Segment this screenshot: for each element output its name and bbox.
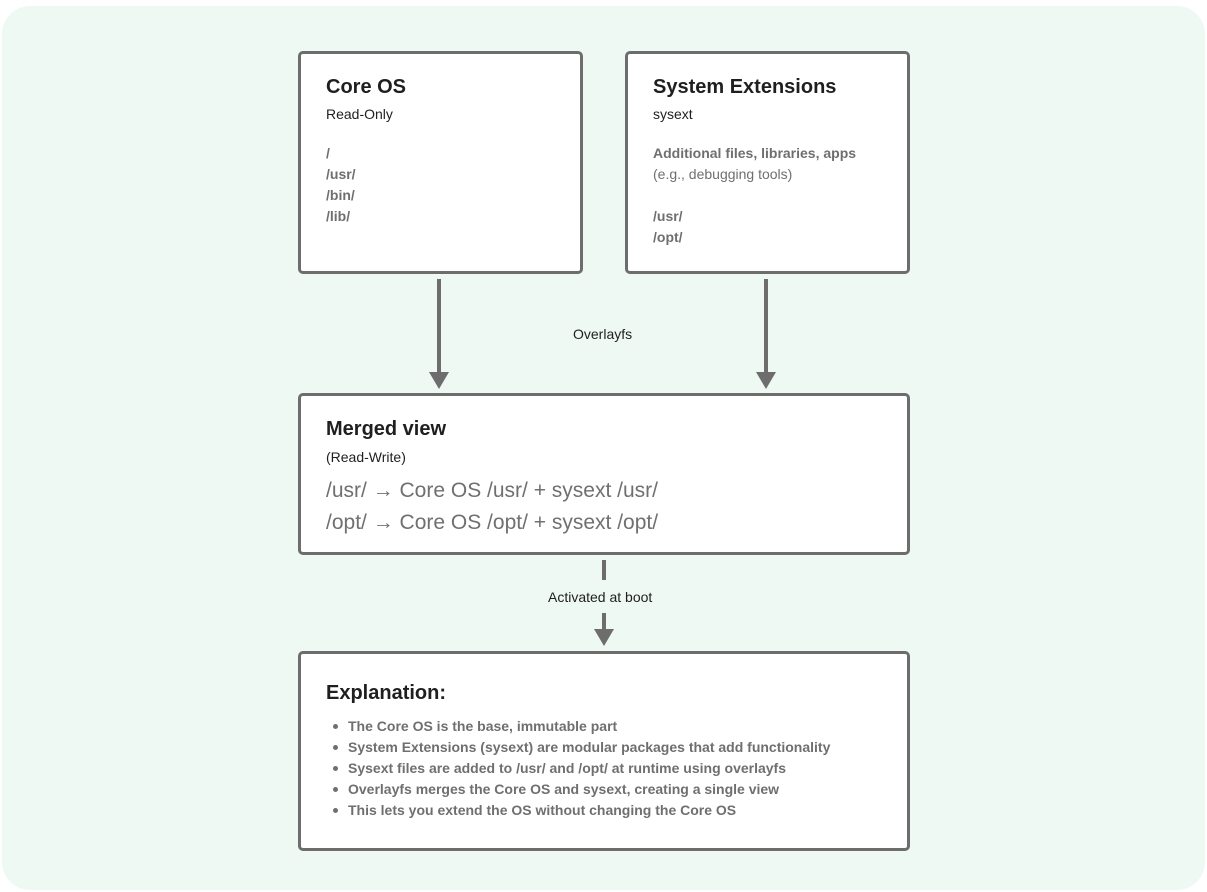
core-os-path: /usr/ <box>326 166 356 182</box>
explanation-item-text: Sysext files are added to /usr/ and /opt… <box>348 760 787 776</box>
bullet-icon <box>333 745 338 750</box>
core-os-path: /lib/ <box>326 208 351 224</box>
explanation-list: The Core OS is the base, immutable part … <box>326 716 830 821</box>
merged-view-title: Merged view <box>326 418 447 440</box>
explanation-item: Overlayfs merges the Core OS and sysext,… <box>326 779 830 800</box>
sysext-example: (e.g., debugging tools) <box>653 166 793 182</box>
core-os-path: / <box>326 145 330 161</box>
explanation-item-text: Overlayfs merges the Core OS and sysext,… <box>348 781 780 797</box>
merged-view-mapping: /usr/ → Core OS /usr/ + sysext /usr/ <box>326 479 659 502</box>
merged-view-box: Merged view (Read-Write) /usr/ → Core OS… <box>298 393 910 555</box>
explanation-item: Sysext files are added to /usr/ and /opt… <box>326 758 830 779</box>
overlayfs-label: Overlayfs <box>573 326 633 342</box>
core-os-title: Core OS <box>326 76 407 98</box>
explanation-item: System Extensions (sysext) are modular p… <box>326 737 830 758</box>
sysext-description: Additional files, libraries, apps <box>653 145 857 161</box>
sysext-path: /usr/ <box>653 208 683 224</box>
bullet-icon <box>333 766 338 771</box>
explanation-item-text: The Core OS is the base, immutable part <box>348 718 618 734</box>
bullet-icon <box>333 724 338 729</box>
bullet-icon <box>333 808 338 813</box>
explanation-box: Explanation: The Core OS is the base, im… <box>298 651 910 851</box>
merged-view-mapping: /opt/ → Core OS /opt/ + sysext /opt/ <box>326 511 659 534</box>
merged-view-subtitle: (Read-Write) <box>326 449 406 465</box>
explanation-item: This lets you extend the OS without chan… <box>326 800 830 821</box>
activated-at-boot-label: Activated at boot <box>548 589 653 605</box>
core-os-path: /bin/ <box>326 187 355 203</box>
sysext-path: /opt/ <box>653 229 683 245</box>
explanation-item-text: System Extensions (sysext) are modular p… <box>348 739 831 755</box>
bullet-icon <box>333 787 338 792</box>
sysext-title: System Extensions <box>653 76 837 98</box>
explanation-item-text: This lets you extend the OS without chan… <box>348 802 737 818</box>
explanation-title: Explanation: <box>326 682 447 704</box>
sysext-subtitle: sysext <box>653 106 693 122</box>
system-extensions-box: System Extensions sysext Additional file… <box>625 51 910 274</box>
explanation-item: The Core OS is the base, immutable part <box>326 716 830 737</box>
core-os-subtitle: Read-Only <box>326 106 393 122</box>
core-os-box: Core OS Read-Only / /usr/ /bin/ /lib/ <box>298 51 583 274</box>
